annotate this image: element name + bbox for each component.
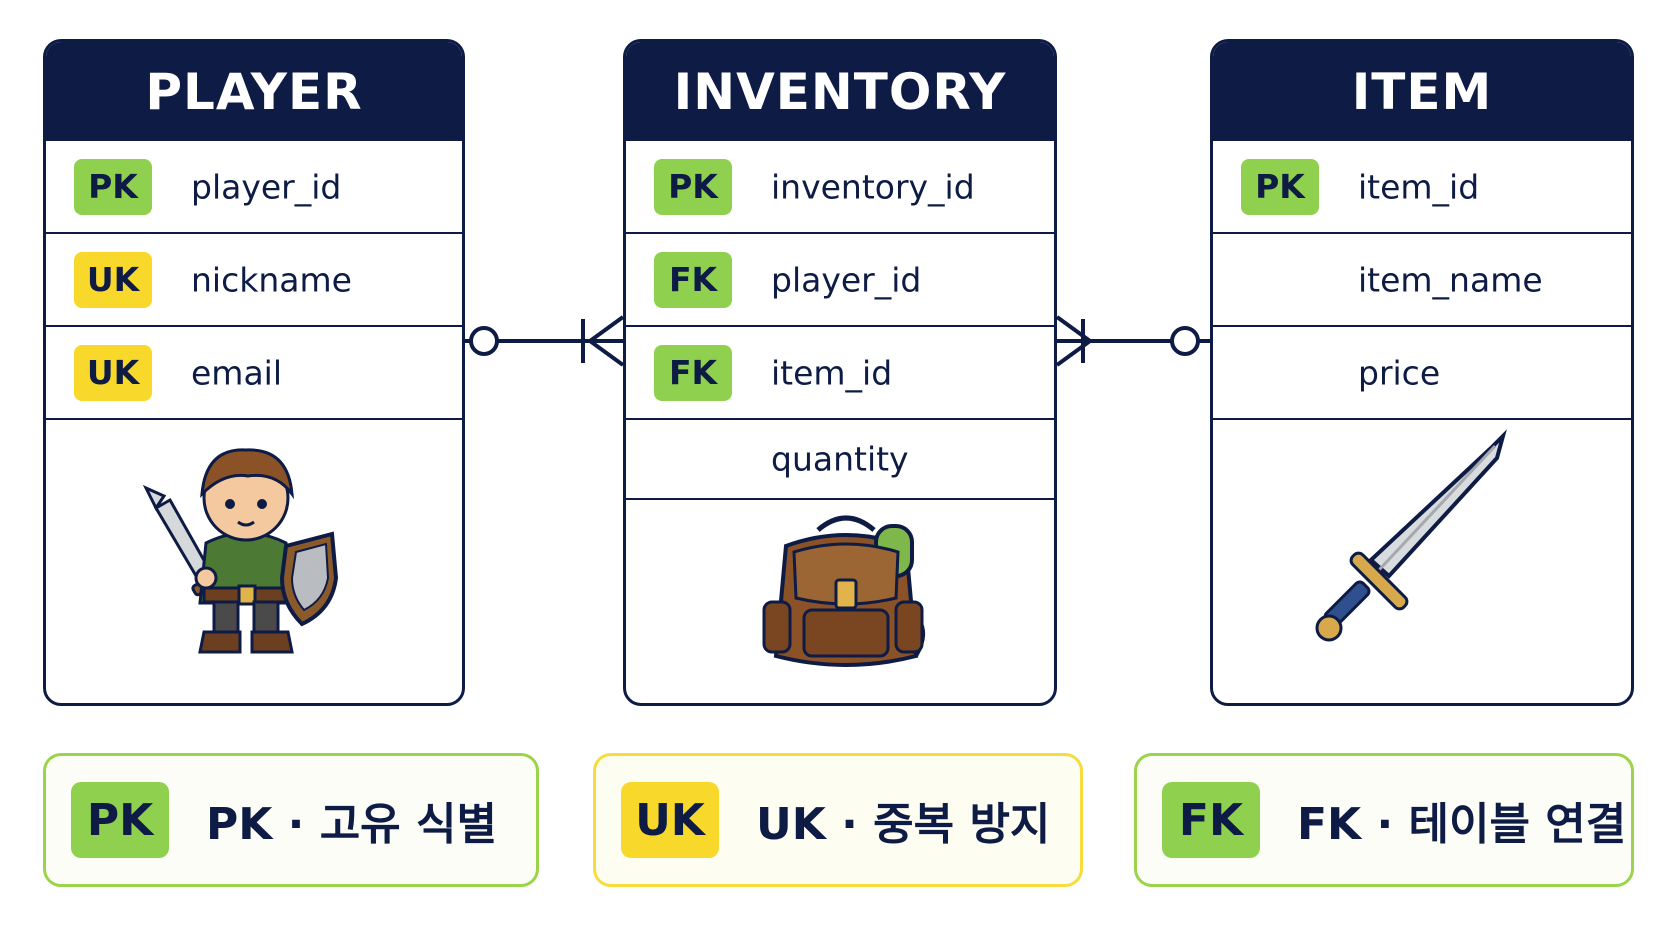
field-name: nickname [191,260,352,299]
field-name: item_id [771,353,893,392]
entity-row: FK player_id [626,234,1054,327]
legend-badge: UK [621,782,719,858]
entity-row: item_name [1213,234,1631,327]
field-name: email [191,353,283,392]
field-name: inventory_id [771,167,975,206]
entity-row: PK player_id [46,141,462,234]
entity-row: UK nickname [46,234,462,327]
knight-character-icon [142,448,339,654]
entity-player: PLAYER PK player_id UK nickname UK email [43,39,465,706]
key-badge: UK [74,344,152,401]
many-marker [1055,339,1092,367]
entity-row: price [1213,327,1631,420]
zero-marker [1170,326,1200,356]
many-marker [588,339,625,367]
entity-row: PK item_id [1213,141,1631,234]
entity-title: PLAYER [46,42,462,141]
field-name: quantity [771,439,909,479]
key-badge: PK [1241,158,1319,215]
backpack-icon [762,515,926,667]
field-name: item_name [1358,260,1543,299]
key-badge: PK [654,158,732,215]
entity-title: INVENTORY [626,42,1054,141]
sword-icon [1315,429,1507,642]
field-name: item_id [1358,167,1480,206]
key-badge: PK [74,158,152,215]
entity-row: PK inventory_id [626,141,1054,234]
legend-uk: UK UK · 중복 방지 [593,753,1083,887]
item-illustration [1213,420,1631,703]
legend-fk: FK FK · 테이블 연결 [1134,753,1634,887]
entity-item: ITEM PK item_id item_name price [1210,39,1634,706]
field-name: player_id [771,260,922,299]
field-name: player_id [191,167,342,206]
legend-badge: PK [71,782,169,858]
legend-text: UK · 중복 방지 [756,799,1051,850]
key-badge: FK [654,251,732,308]
entity-row: UK email [46,327,462,420]
entity-inventory: INVENTORY PK inventory_id FK player_id F… [623,39,1057,706]
entity-title: ITEM [1213,42,1631,141]
zero-marker [469,326,499,356]
field-name: price [1358,353,1441,392]
relationship-inventory-item [1055,315,1210,367]
entity-row: FK item_id [626,327,1054,420]
legend-text: PK · 고유 식별 [206,799,497,850]
legend-pk: PK PK · 고유 식별 [43,753,539,887]
player-illustration [46,420,462,703]
many-marker [588,315,625,343]
key-badge: FK [654,344,732,401]
inventory-illustration [626,500,1054,703]
legend-badge: FK [1162,782,1260,858]
legend-text: FK · 테이블 연결 [1297,799,1627,850]
key-badge: UK [74,251,152,308]
relationship-player-inventory [465,315,625,367]
entity-row: quantity [626,420,1054,500]
many-marker [1055,315,1092,343]
